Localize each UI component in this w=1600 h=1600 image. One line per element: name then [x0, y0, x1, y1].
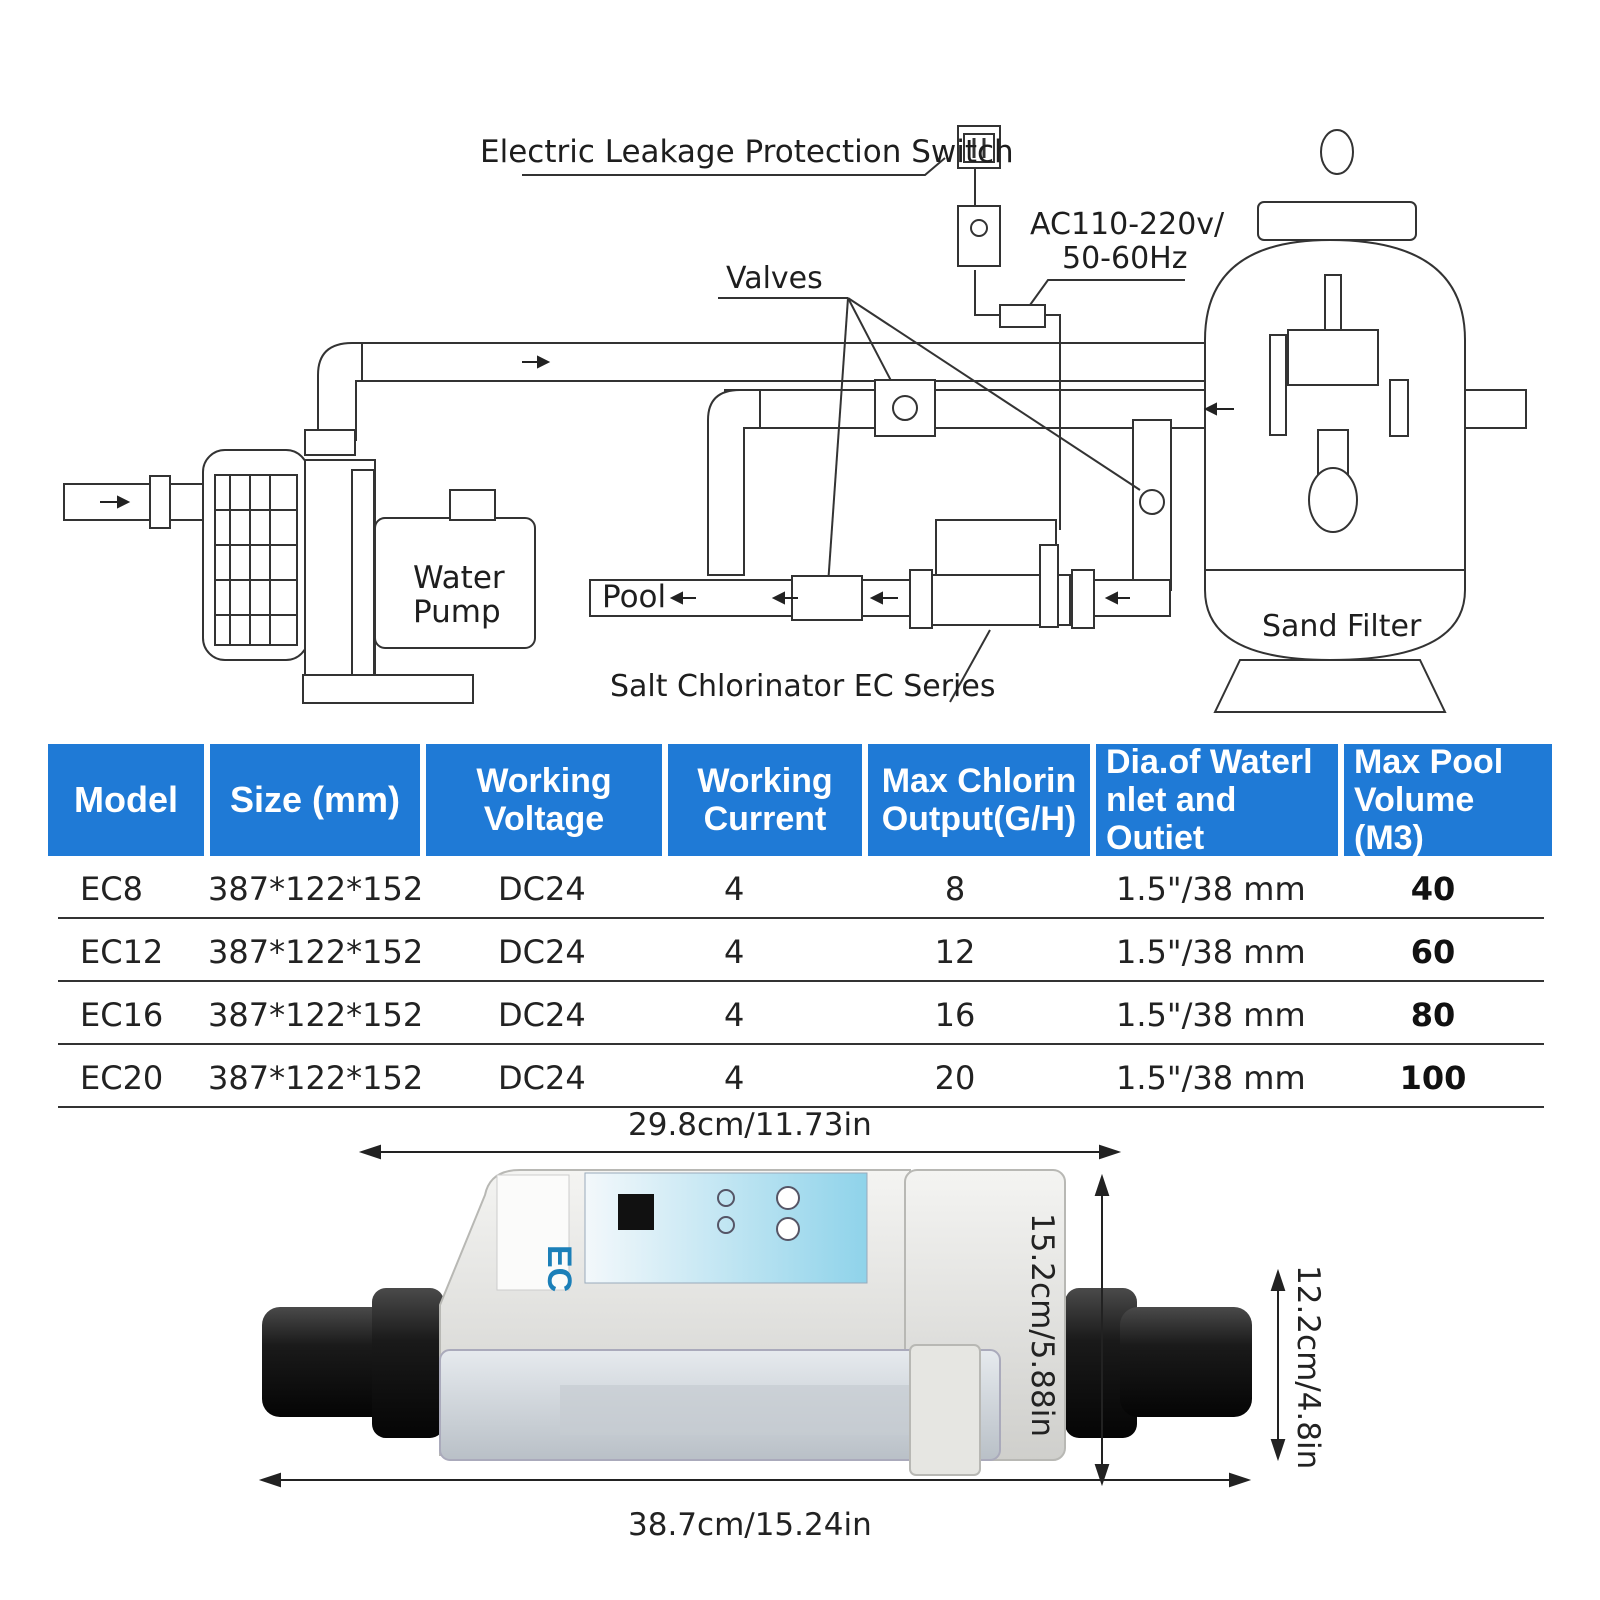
cell-output: 16 [934, 996, 976, 1034]
cell-volume: 40 [1410, 870, 1456, 908]
header-diameter: Dia.of Waterl nlet and Outiet [1096, 743, 1338, 857]
cell-output: 12 [934, 933, 976, 971]
dim-total-length: 38.7cm/15.24in [628, 1507, 872, 1543]
cell-model: EC20 [80, 1059, 164, 1097]
cell-diameter: 1.5"/38 mm [1116, 996, 1306, 1034]
flow-arrow-icon [100, 355, 1234, 605]
cell-diameter: 1.5"/38 mm [1116, 870, 1306, 908]
cell-voltage: DC24 [498, 996, 586, 1034]
header-model: Model [48, 744, 204, 856]
cell-size: 387*122*152 [208, 1059, 424, 1097]
pipe-left [262, 1288, 444, 1438]
power-button-icon [776, 1217, 800, 1241]
table-row: EC8 387*122*152 DC24 4 8 1.5"/38 mm 40 [58, 856, 1544, 919]
sand-filter [1204, 129, 1466, 713]
cell-current: 4 [724, 996, 745, 1034]
table-body: EC8 387*122*152 DC24 4 8 1.5"/38 mm 40 E… [58, 856, 1544, 1108]
cell-current: 4 [724, 1059, 745, 1097]
mode-button-icon [776, 1186, 800, 1210]
valve-icon [791, 379, 1165, 621]
switch-icon [957, 125, 1001, 169]
cell-output: 20 [934, 1059, 976, 1097]
product-dimensions: EC 29.8cm/11.73in 15.2cm/5.88in 12.2cm/4… [258, 1107, 1326, 1543]
dim-top-width: 29.8cm/11.73in [628, 1107, 872, 1143]
cell-current: 4 [724, 870, 745, 908]
header-output: Max Chlorin Output(G/H) [868, 744, 1090, 856]
label-power-1: AC110-220v/ [1030, 207, 1225, 242]
spec-table: Model Size (mm) Working Voltage Working … [48, 743, 1564, 1108]
pipe-inlet [63, 483, 205, 521]
cell-size: 387*122*152 [208, 933, 424, 971]
cell-model: EC8 [80, 870, 143, 908]
minus-button-icon [717, 1216, 735, 1234]
label-pump-1: Water [413, 560, 505, 596]
dim-height: 15.2cm/5.88in [1024, 1213, 1060, 1437]
label-pump-2: Pump [413, 594, 501, 630]
socket-icon [957, 205, 1046, 328]
table-row: EC12 387*122*152 DC24 4 12 1.5"/38 mm 60 [58, 919, 1544, 982]
header-size: Size (mm) [210, 744, 420, 856]
pipe-top [354, 342, 1256, 382]
label-valves: Valves [726, 261, 823, 296]
cell-model: EC12 [80, 933, 164, 971]
chlorinator-unit [909, 519, 1095, 629]
table-header: Model Size (mm) Working Voltage Working … [48, 743, 1564, 857]
cell-voltage: DC24 [498, 933, 586, 971]
table-row: EC20 387*122*152 DC24 4 20 1.5"/38 mm 10… [58, 1045, 1544, 1108]
cell-diameter: 1.5"/38 mm [1116, 933, 1306, 971]
cell-diameter: 1.5"/38 mm [1116, 1059, 1306, 1097]
pipe-bypass-left [707, 389, 761, 576]
label-sand-filter: Sand Filter [1262, 609, 1422, 644]
installation-diagram: Electric Leakage Protection Switch AC110… [63, 125, 1527, 713]
label-pool: Pool [602, 579, 666, 615]
cell-volume: 60 [1410, 933, 1456, 971]
cell-size: 387*122*152 [208, 996, 424, 1034]
label-power-2: 50-60Hz [1062, 241, 1187, 276]
dim-pipe-height: 12.2cm/4.8in [1290, 1265, 1326, 1469]
header-current: Working Current [668, 744, 862, 856]
header-voltage: Working Voltage [426, 744, 662, 856]
cell-current: 4 [724, 933, 745, 971]
pipe-elbow-pump [317, 342, 363, 441]
label-chlorinator: Salt Chlorinator EC Series [610, 669, 995, 704]
cell-output: 8 [944, 870, 966, 908]
control-panel: EC [496, 1172, 868, 1292]
cell-volume: 100 [1399, 1059, 1467, 1097]
table-row: EC16 387*122*152 DC24 4 16 1.5"/38 mm 80 [58, 982, 1544, 1045]
water-pump [149, 429, 536, 704]
label-leakage-switch: Electric Leakage Protection Switch [480, 134, 1014, 170]
plus-button-icon [717, 1189, 735, 1207]
cell-volume: 80 [1410, 996, 1456, 1034]
panel-brand: EC [540, 1245, 578, 1292]
cell-model: EC16 [80, 996, 164, 1034]
cell-voltage: DC24 [498, 870, 586, 908]
cell-voltage: DC24 [498, 1059, 586, 1097]
cell-size: 387*122*152 [208, 870, 424, 908]
pipe-right [1065, 1288, 1252, 1438]
header-volume: Max Pool Volume (M3) [1344, 743, 1552, 857]
